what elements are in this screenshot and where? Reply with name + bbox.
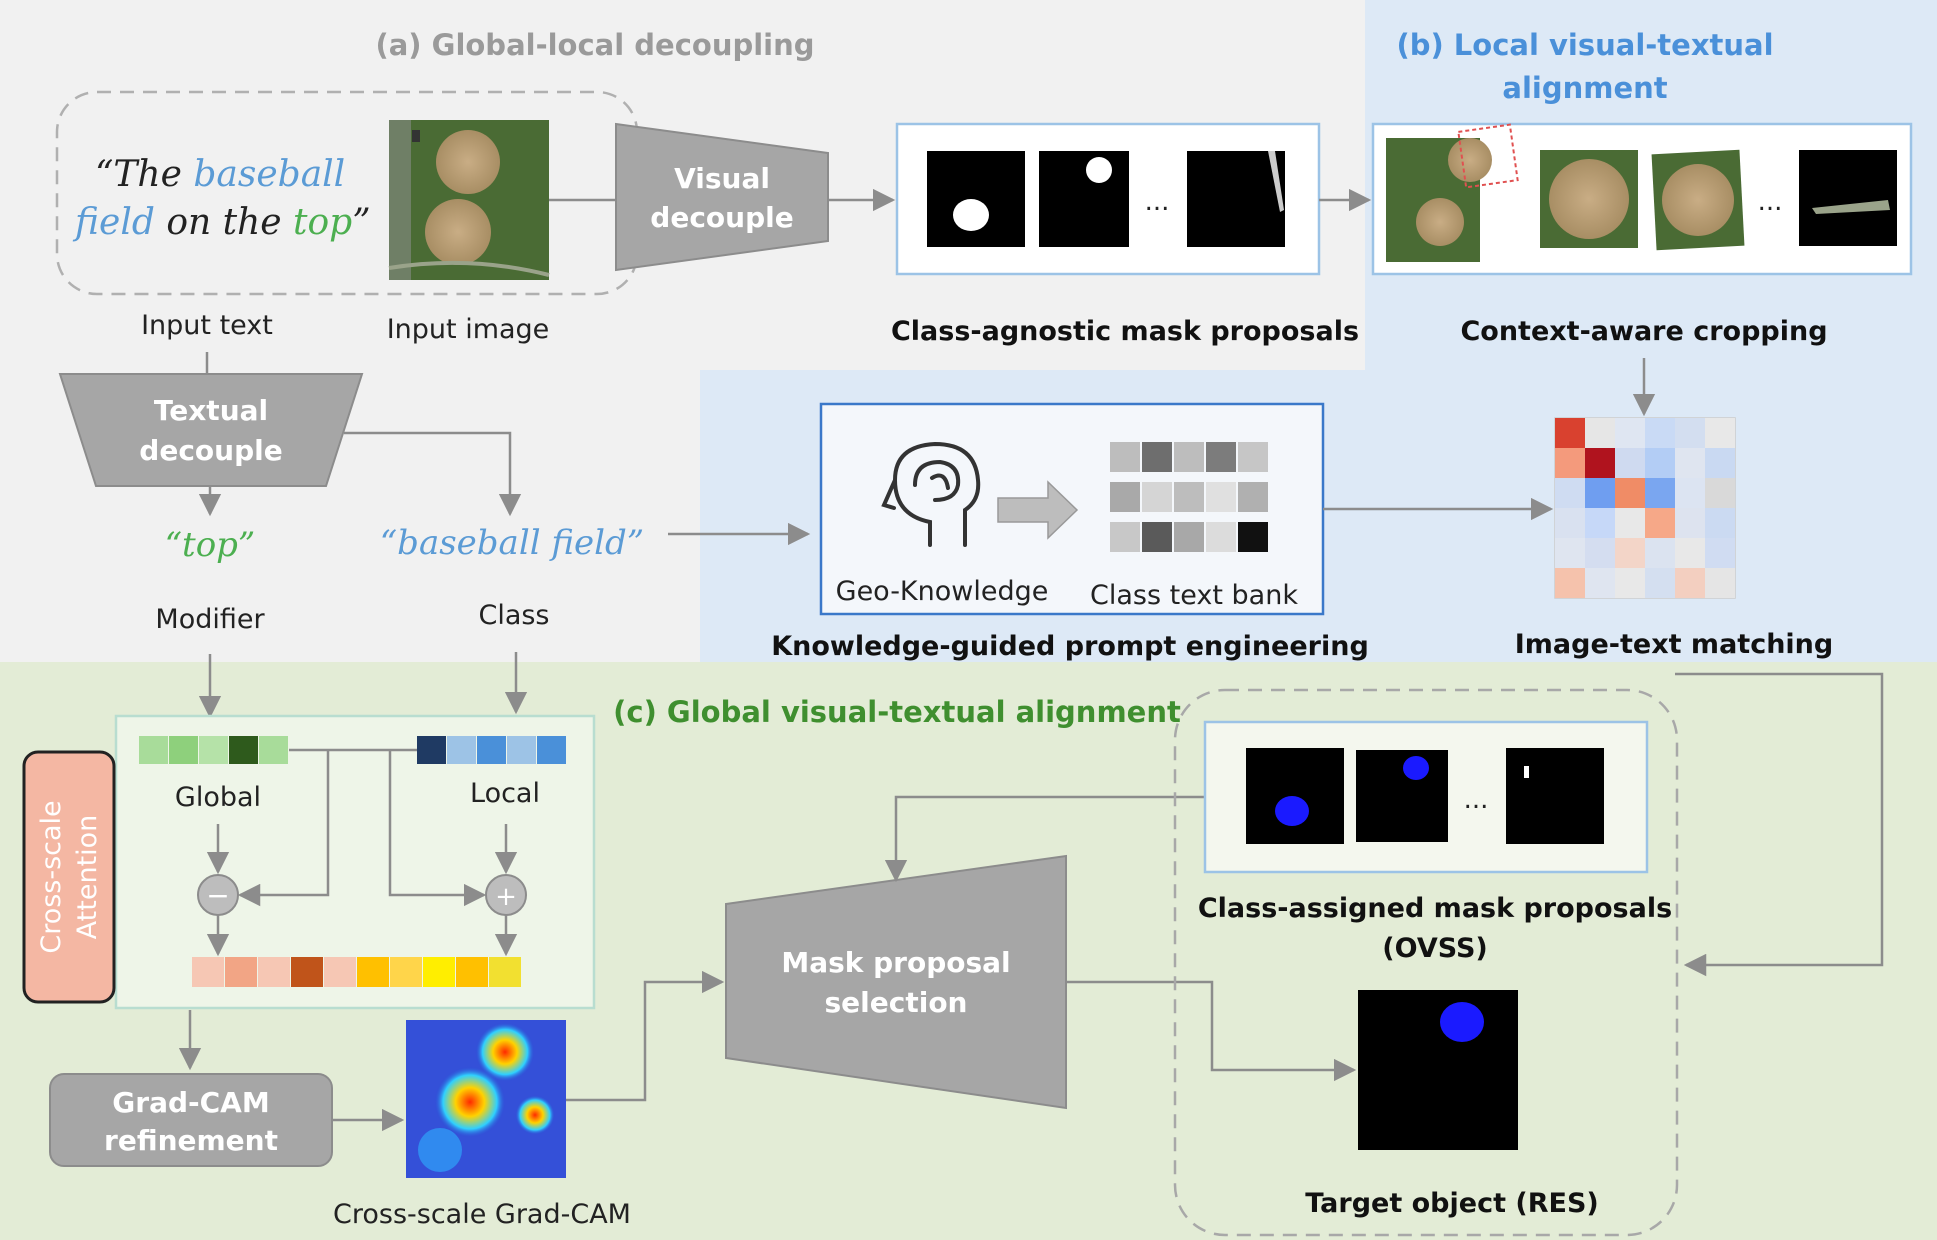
heatmap-cell: [1615, 538, 1645, 568]
heatmap-cell: [1555, 448, 1585, 478]
class-assigned-label-line2: (OVSS): [1382, 933, 1487, 964]
svg-text:Attention: Attention: [72, 815, 103, 940]
prompt-engineering-panel: Geo-Knowledge Class text bank: [819, 402, 1325, 616]
global-embedding: [139, 736, 288, 764]
heatmap-cell: [1705, 418, 1735, 448]
cropping-label: Context-aware cropping: [1460, 316, 1827, 347]
svg-text:Cross-scale: Cross-scale: [36, 800, 67, 953]
heatmap-cell: [1615, 568, 1645, 598]
class-text-bank-label: Class text bank: [1090, 580, 1298, 611]
visual-decouple-block: Visual decouple: [615, 122, 829, 272]
heatmap-cell: [1615, 418, 1645, 448]
section-b-title-line1: (b) Local visual-textual: [1396, 28, 1773, 62]
heatmap-cell: [1585, 568, 1615, 598]
svg-text:Mask proposal: Mask proposal: [781, 946, 1010, 979]
image-text-matching-heatmap: [1554, 417, 1736, 599]
heatmap-cell: [1675, 538, 1705, 568]
heatmap-cell: [1705, 568, 1735, 598]
heatmap-cell: [1675, 478, 1705, 508]
local-label: Local: [470, 778, 540, 809]
crop-ellipsis: ...: [1758, 187, 1783, 217]
heatmap-cell: [1675, 448, 1705, 478]
class-agnostic-mask-panel: ...: [895, 122, 1321, 276]
modifier-quote: “top”: [165, 525, 256, 565]
input-image-label: Input image: [387, 314, 550, 345]
fused-embedding: [192, 957, 521, 987]
heatmap-cell: [1705, 448, 1735, 478]
class-text-bank-grid: [1110, 442, 1268, 552]
geo-knowledge-label: Geo-Knowledge: [836, 576, 1049, 607]
class-quote: “baseball field”: [380, 523, 644, 563]
input-text-quote: “The baseball: [95, 154, 345, 195]
output-group-box: [1173, 688, 1679, 1237]
heatmap-cell: [1645, 418, 1675, 448]
modifier-label: Modifier: [155, 604, 265, 635]
svg-text:decouple: decouple: [139, 434, 282, 467]
brain-head-icon: [881, 441, 981, 547]
heatmap-cell: [1615, 448, 1645, 478]
matching-label: Image-text matching: [1515, 629, 1833, 660]
class-assigned-ellipsis: ...: [1464, 785, 1489, 815]
svg-text:refinement: refinement: [104, 1124, 278, 1157]
svg-text:−: −: [206, 879, 229, 912]
heatmap-cell: [1705, 478, 1735, 508]
svg-text:Grad-CAM: Grad-CAM: [112, 1086, 269, 1119]
input-image: [388, 120, 550, 280]
target-object-label: Target object (RES): [1305, 1188, 1599, 1219]
heatmap-cell: [1585, 508, 1615, 538]
svg-text:Visual: Visual: [674, 162, 770, 195]
svg-text:decouple: decouple: [650, 201, 793, 234]
mask-proposals-label: Class-agnostic mask proposals: [891, 316, 1359, 347]
heatmap-cell: [1555, 538, 1585, 568]
class-label: Class: [478, 600, 549, 631]
section-c-title: (c) Global visual-textual alignment: [613, 695, 1181, 729]
heatmap-cell: [1645, 538, 1675, 568]
gradcam-heatmap: [406, 1020, 566, 1178]
heatmap-cell: [1705, 538, 1735, 568]
heatmap-cell: [1585, 418, 1615, 448]
gradcam-refinement-block: Grad-CAM refinement: [49, 1073, 333, 1167]
input-text-quote-line2: field on the top”: [72, 202, 371, 243]
svg-text:Textual: Textual: [154, 394, 268, 427]
heatmap-cell: [1555, 508, 1585, 538]
heatmap-cell: [1645, 448, 1675, 478]
heatmap-cell: [1585, 448, 1615, 478]
heatmap-cell: [1675, 508, 1705, 538]
class-assigned-label-line1: Class-assigned mask proposals: [1198, 893, 1672, 924]
context-cropping-panel: ...: [1371, 122, 1913, 276]
textual-decouple-block: Textual decouple: [58, 373, 364, 487]
input-text-label: Input text: [141, 310, 273, 341]
heatmap-cell: [1555, 568, 1585, 598]
section-a-title: (a) Global-local decoupling: [375, 28, 814, 62]
gradcam-caption: Cross-scale Grad-CAM: [333, 1199, 631, 1230]
plus-operator: +: [485, 874, 527, 916]
class-assigned-mask-panel: ...: [1203, 720, 1649, 874]
heatmap-cell: [1615, 478, 1645, 508]
heatmap-cell: [1615, 508, 1645, 538]
heatmap-cell: [1585, 538, 1615, 568]
heatmap-cell: [1645, 568, 1675, 598]
prompt-engineering-caption: Knowledge-guided prompt engineering: [771, 631, 1369, 662]
heatmap-cell: [1555, 478, 1585, 508]
section-b-title-line2: alignment: [1502, 71, 1667, 105]
mask-proposal-selection-block: Mask proposal selection: [725, 854, 1067, 1110]
mask-ellipsis: ...: [1145, 187, 1170, 217]
global-label: Global: [175, 782, 261, 813]
heatmap-cell: [1705, 508, 1735, 538]
cross-scale-attention-tag: Cross-scale Attention: [22, 750, 116, 1004]
local-embedding: [417, 736, 566, 764]
heatmap-cell: [1675, 418, 1705, 448]
svg-text:+: +: [495, 882, 517, 912]
heatmap-cell: [1555, 418, 1585, 448]
heatmap-cell: [1645, 478, 1675, 508]
heatmap-cell: [1675, 568, 1705, 598]
minus-operator: −: [197, 874, 239, 916]
svg-text:selection: selection: [825, 986, 968, 1019]
heatmap-cell: [1585, 478, 1615, 508]
heatmap-cell: [1645, 508, 1675, 538]
target-object-mask: [1358, 990, 1518, 1150]
